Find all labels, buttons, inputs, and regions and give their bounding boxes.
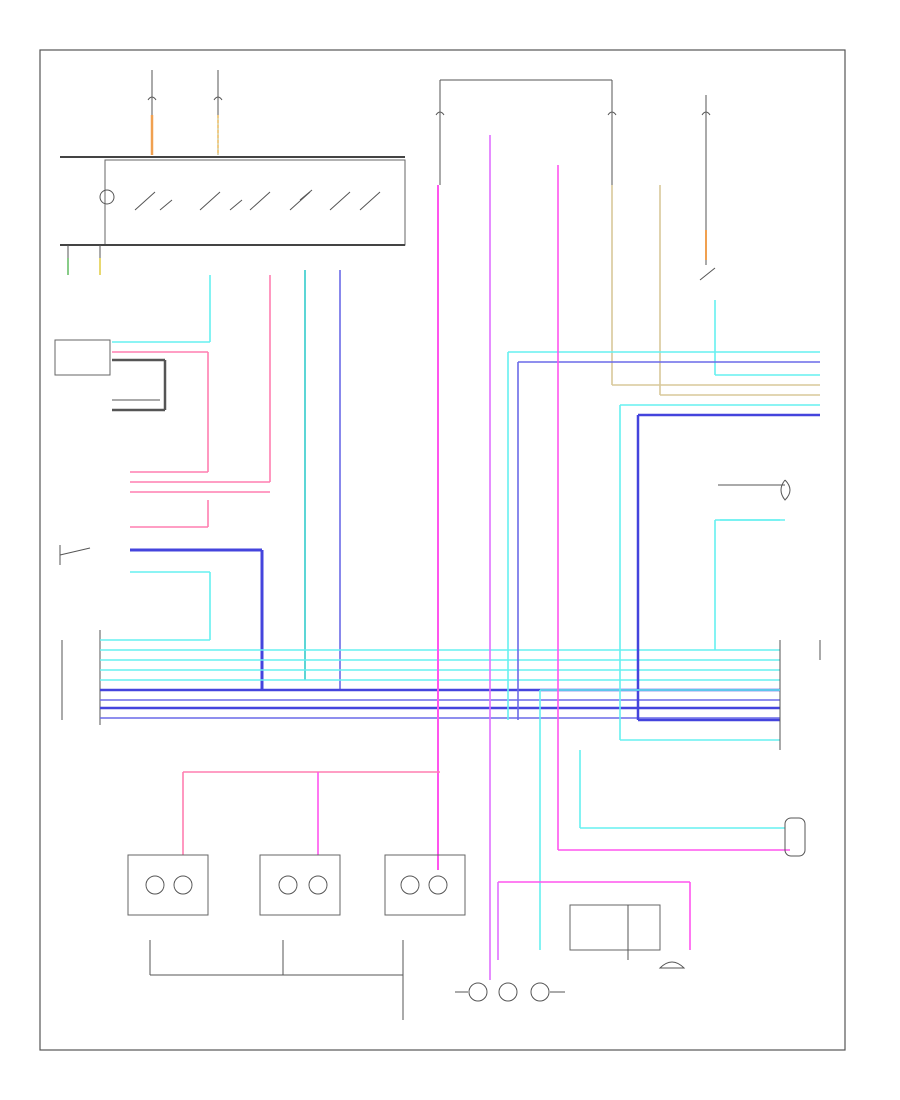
lamp-top-right [718,479,791,521]
cyan-wires-left [130,270,306,680]
bottom-lamps [127,771,466,1020]
lamp-bottom-right [784,817,806,857]
pink-wires-left [130,275,271,528]
buzzer-leads [112,275,211,412]
blue-wires-left [130,270,341,690]
long-verticals [437,135,790,980]
fuse-feeds [147,70,711,185]
switch-box [60,156,406,275]
diagram-frame [39,49,846,1051]
right-connector [539,519,821,950]
middle-connector [61,630,780,725]
buzzer-box [54,339,111,376]
bottom-middle-lamp [455,881,691,1002]
switch-left [59,545,91,565]
right-verticals [507,185,820,741]
